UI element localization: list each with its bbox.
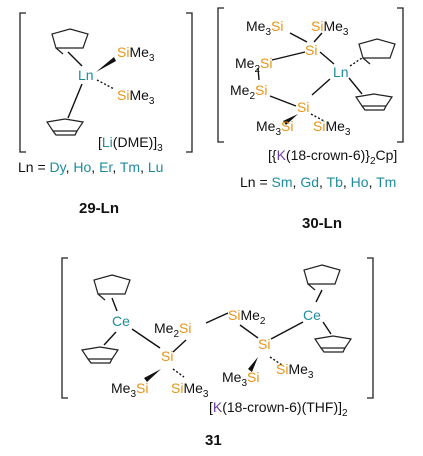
structure-30-ln: Me3Si SiMe3 Si Me2Si Me2Si Si Ln Me3Si S… [217,7,404,232]
cyclopentadienyl-ring [314,335,352,353]
bond [311,78,331,96]
element-symbol: Dy [50,159,67,175]
sime2-label: Me2Si [154,320,191,340]
metal-label: Ce [303,307,321,323]
hash-bond [96,79,115,90]
separator: , [112,159,120,175]
ln-definition: Ln = Sm, Gd, Tb, Ho, Tm [240,174,396,190]
sime3-label: SiMe3 [311,18,349,38]
simes3-label: SiMe3 [117,87,155,107]
bond [319,51,335,65]
wedge-bond [96,57,116,72]
element-symbol: Ho [351,174,369,190]
separator: , [140,159,148,175]
bond [67,51,83,67]
bond [348,77,363,95]
metal-label: Ln [78,67,94,83]
sime2-label: Me2Si [235,55,272,75]
compound-label: 29-Ln [79,200,119,217]
structure-31: Ce Si Me3Si SiMe3 Me2Si SiMe2 Si Me3Si S… [61,257,374,449]
element-symbol: Sm [272,174,293,190]
sime3-label: Me3Si [246,18,283,38]
counter-cation: [Li(DME)]3 [98,134,163,154]
bond [205,312,229,324]
compound-label: 31 [205,432,222,449]
ln-definition: Ln = Dy, Ho, Er, Tm, Lu [18,159,163,175]
bracket-right [397,7,404,143]
bond [172,339,187,353]
separator: , [293,174,301,190]
bond [322,321,332,335]
sime3-label: Me3Si [222,369,259,389]
hash-bond [310,113,325,122]
bond [315,289,323,303]
cyclopentadienyl-ring [51,28,89,55]
simes3-label: SiMe3 [117,44,155,64]
wedge-bond [283,114,298,125]
si-atom: Si [305,42,317,58]
counter-cation: [K(18-crown-6)(THF)]2 [209,399,348,419]
structure-29-ln: Ln SiMe3 SiMe3 [Li(DME)]3 Ln = Dy, Ho, E… [18,12,193,217]
separator: , [66,159,74,175]
sime2-label: SiMe2 [228,307,266,327]
separator: , [369,174,377,190]
separator: , [343,174,351,190]
bond [111,297,118,312]
bond [131,328,161,349]
element-symbol: Gd [300,174,319,190]
bracket-right [186,12,193,153]
bond [103,331,117,346]
bond [313,32,323,43]
sime3-label: Me3Si [111,380,148,400]
element-symbol: Tm [376,174,396,190]
compound-label: 30-Ln [302,215,342,232]
cyclopentadienyl-ring [46,118,84,136]
bond [239,324,259,339]
si-atom: Si [258,336,270,352]
bracket-left [217,7,224,143]
metal-label: Ln [333,64,349,80]
bond [271,51,306,61]
element-symbol: Lu [148,159,164,175]
bond [270,321,304,340]
sime3-label: Me3Si [256,118,293,138]
hash-bond [349,57,363,67]
element-symbol: Ho [73,159,91,175]
bond [67,83,83,119]
cyclopentadienyl-ring [355,93,393,111]
bond [289,32,308,43]
si-atom: Si [161,348,173,364]
wedge-bond [248,357,258,372]
si-atom: Si [297,99,309,115]
sime2-label: Me2Si [230,82,267,102]
separator: , [91,159,99,175]
bracket-left [61,257,68,399]
bond [269,95,297,107]
element-symbol: Tb [327,174,344,190]
counter-cation: [{K(18-crown-6)}2Cp] [268,147,397,167]
hash-bond [269,356,283,366]
sime3-label: SiMe3 [171,380,209,400]
cyclopentadienyl-ring [358,38,396,65]
cyclopentadienyl-ring [303,264,341,291]
element-symbol: Er [99,159,113,175]
cyclopentadienyl-ring [93,274,131,301]
bracket-left [19,12,26,153]
cyclopentadienyl-ring [81,346,119,364]
sime3-label: SiMe3 [276,361,314,381]
bracket-right [367,257,374,399]
metal-label: Ce [112,313,130,329]
separator: , [319,174,327,190]
element-symbol: Tm [120,159,140,175]
sime3-label: SiMe3 [313,118,351,138]
bond [257,67,260,81]
wedge-bond [144,369,161,382]
hash-bond [172,368,185,378]
